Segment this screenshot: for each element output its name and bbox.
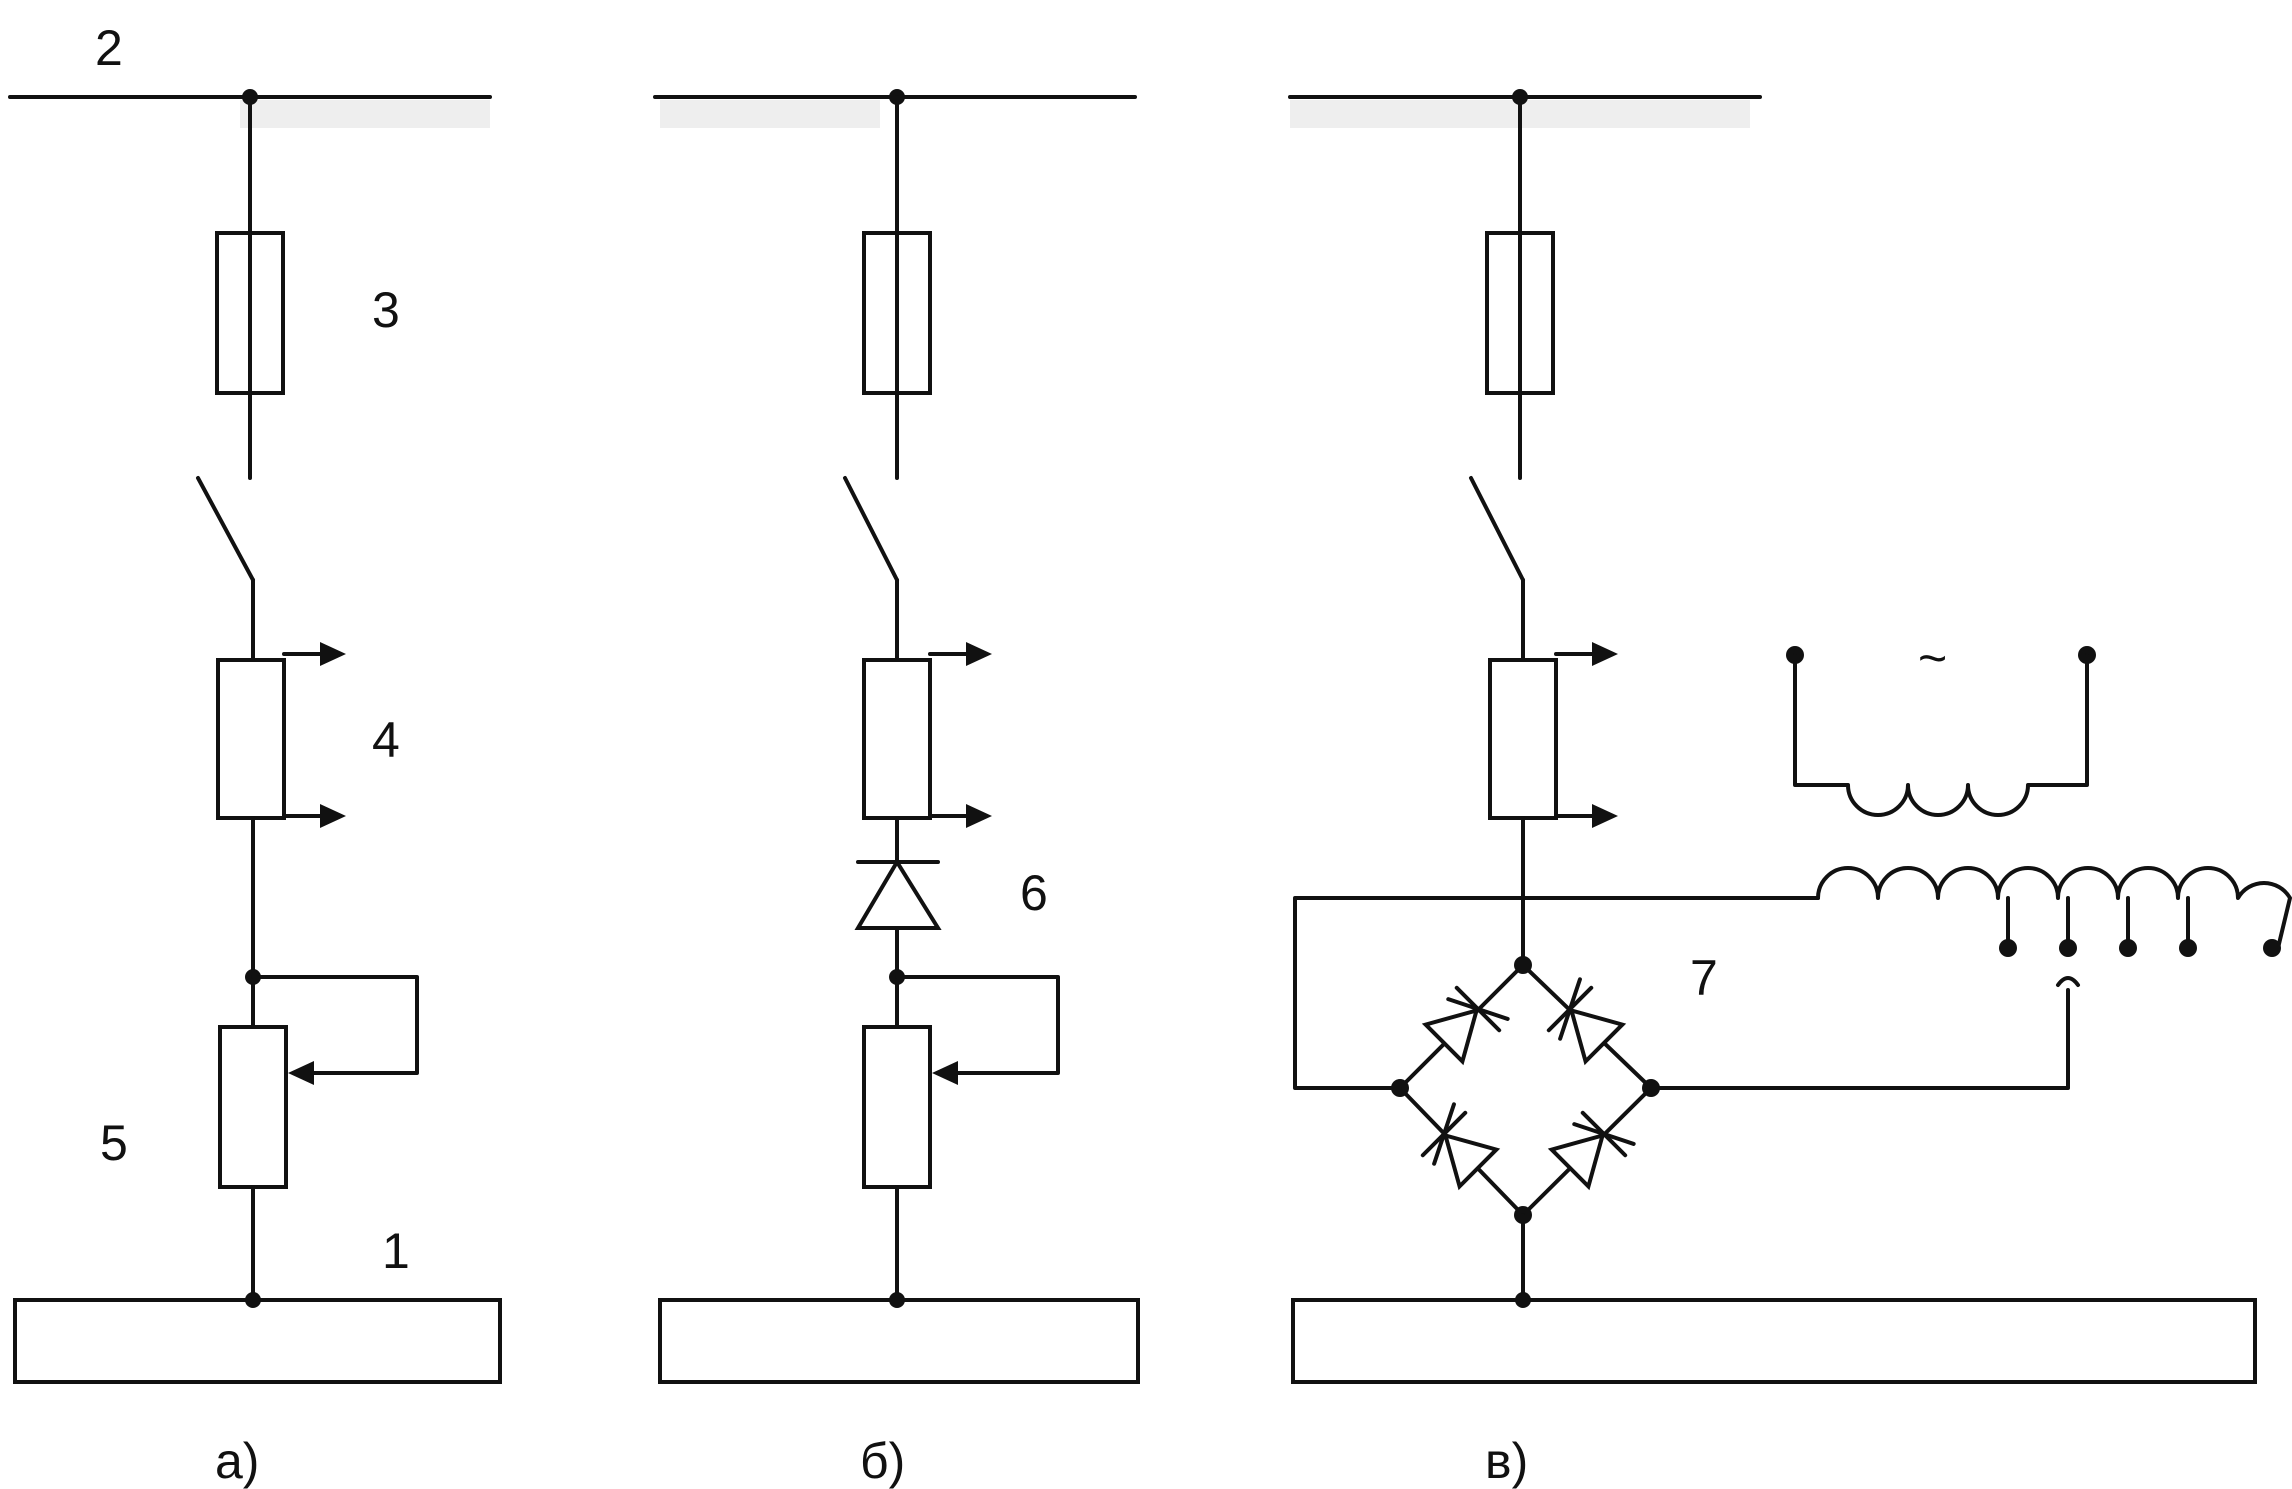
arrow-right-icon <box>1592 642 1618 666</box>
relay-coil <box>1488 658 1558 820</box>
label-ground-electrode: 1 <box>382 1223 410 1279</box>
arrow-right-icon <box>966 804 992 828</box>
wire <box>1649 988 2070 1090</box>
switch <box>843 476 899 582</box>
caption-b: б) <box>860 1433 905 1489</box>
label-diode: 6 <box>1020 865 1048 921</box>
tap-terminal <box>2119 939 2137 957</box>
rheostat <box>218 1025 288 1189</box>
scheme-c: ~ 7 в) <box>1288 89 2292 1489</box>
diode-icon <box>1420 1102 1501 1191</box>
bus-shading <box>660 100 880 128</box>
junction-dot <box>889 1292 905 1308</box>
diode-icon <box>1421 985 1510 1066</box>
transformer-primary-winding <box>1793 653 2089 817</box>
diode-icon <box>1547 1110 1636 1191</box>
arrow-right-icon <box>966 642 992 666</box>
rheostat-wiper-wire <box>251 975 419 1075</box>
bus-shading <box>240 100 490 128</box>
scheme-a: 2 3 4 5 1 а) <box>8 20 502 1489</box>
tap-selector-contact <box>2056 976 2080 987</box>
transformer-secondary-winding <box>1816 866 2292 950</box>
scheme-b: 6 б) <box>653 89 1140 1489</box>
label-bus: 2 <box>95 20 123 76</box>
tap-terminal <box>1999 939 2017 957</box>
arrow-left-icon <box>932 1061 958 1085</box>
relay-coil <box>862 658 932 820</box>
label-fuse: 3 <box>372 282 400 338</box>
arrow-right-icon <box>1592 804 1618 828</box>
diode-icon <box>1546 977 1627 1066</box>
tap-terminal <box>2263 939 2281 957</box>
label-relay: 4 <box>372 712 400 768</box>
junction-dot <box>245 1292 261 1308</box>
diode-icon <box>854 858 942 930</box>
rheostat <box>862 1025 932 1189</box>
relay-coil <box>216 658 286 820</box>
ac-source-symbol: ~ <box>1918 630 1947 686</box>
arrow-right-icon <box>320 642 346 666</box>
caption-a: а) <box>215 1433 259 1489</box>
switch <box>196 476 255 582</box>
bridge-node-top <box>1514 956 1532 974</box>
arrow-left-icon <box>288 1061 314 1085</box>
caption-c: в) <box>1485 1433 1528 1489</box>
wire <box>1293 896 1820 1090</box>
ground-electrode <box>1291 1298 2257 1384</box>
diode-bridge-outline <box>1398 963 1653 1217</box>
tap-terminal <box>2059 939 2077 957</box>
ground-electrode <box>658 1298 1140 1384</box>
tap-terminal <box>2179 939 2197 957</box>
label-bridge: 7 <box>1690 950 1718 1006</box>
junction-dot <box>1515 1292 1531 1308</box>
ground-electrode <box>13 1298 502 1384</box>
rheostat-wiper-wire <box>895 975 1060 1075</box>
switch <box>1469 476 1525 582</box>
label-rheostat: 5 <box>100 1115 128 1171</box>
arrow-right-icon <box>320 804 346 828</box>
